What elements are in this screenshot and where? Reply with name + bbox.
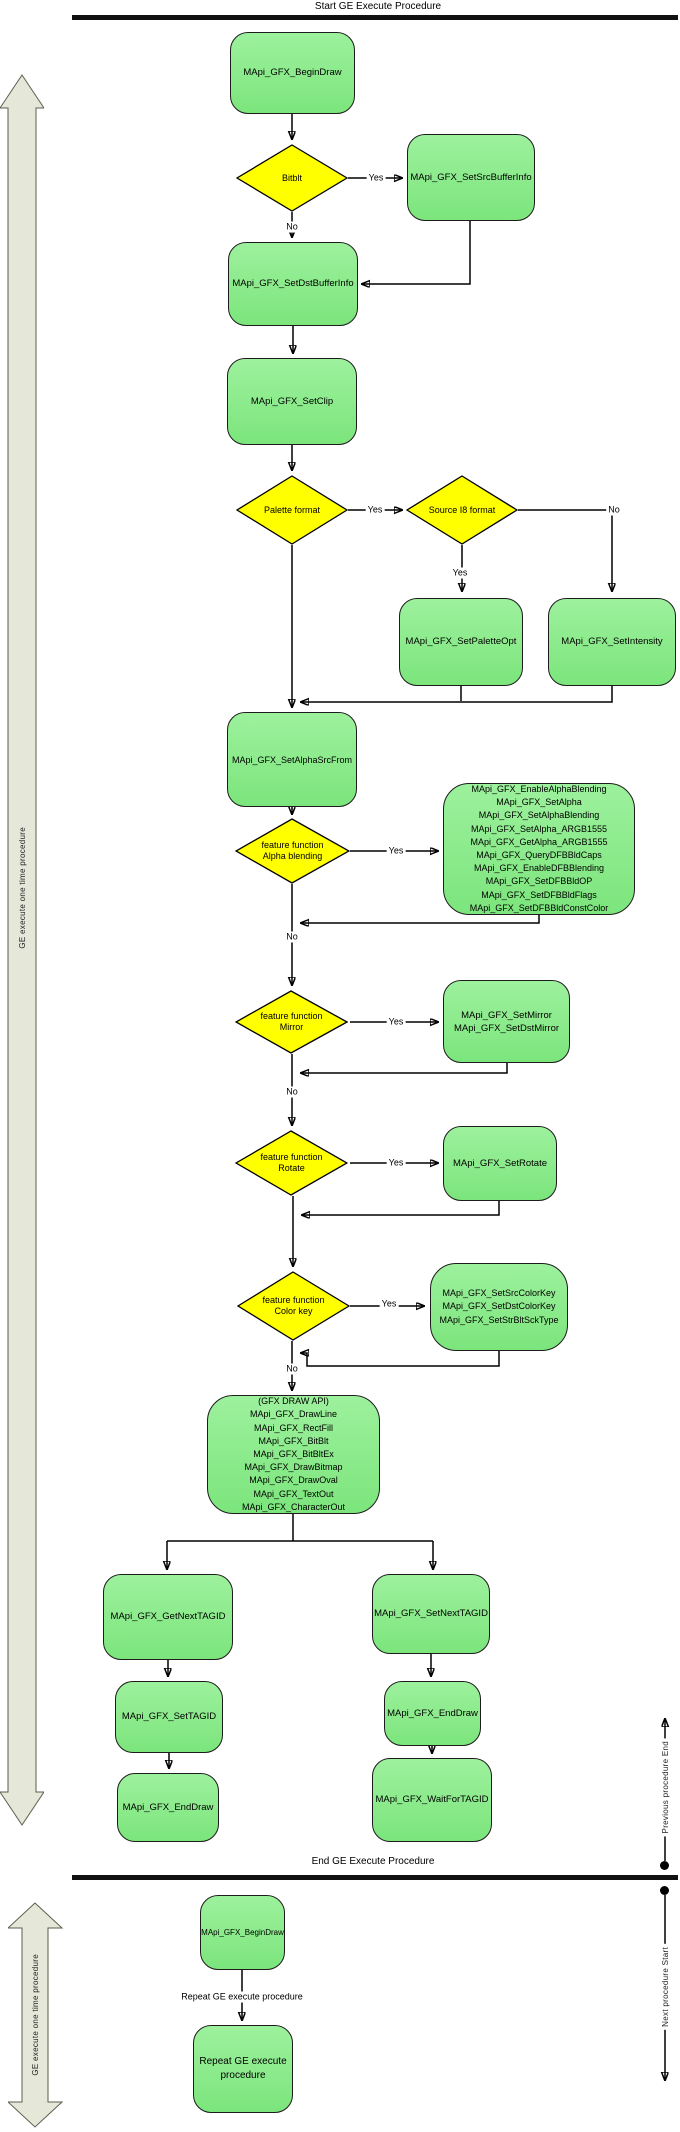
node-begin-draw-repeat: MApi_GFX_BeginDraw bbox=[200, 1895, 285, 1970]
node-end-draw-left: MApi_GFX_EndDraw bbox=[117, 1773, 219, 1842]
node-end-draw-right: MApi_GFX_EndDraw bbox=[384, 1681, 481, 1746]
one-time-procedure-label-top: GE execute one time procedure bbox=[17, 827, 27, 949]
node-wait-for-tagid: MApi_GFX_WaitForTAGID bbox=[372, 1758, 492, 1842]
decision-source-i8-format-label: Source I8 format bbox=[428, 504, 496, 515]
node-set-intensity: MApi_GFX_SetIntensity bbox=[548, 598, 676, 686]
node-set-rotate: MApi_GFX_SetRotate bbox=[443, 1126, 557, 1201]
edge-label-bitblt-no: No bbox=[284, 221, 300, 233]
diamond-shape bbox=[235, 818, 350, 884]
diamond-shape bbox=[236, 144, 348, 212]
one-time-procedure-arrow-bottom bbox=[8, 1902, 64, 2128]
decision-alpha-blending-label: feature function Alpha blending bbox=[261, 840, 324, 861]
edge-label-alpha-no: No bbox=[284, 931, 300, 943]
edge-label-repeat-procedure: Repeat GE execute procedure bbox=[179, 1991, 305, 2003]
one-time-procedure-label-bottom: GE execute one time procedure bbox=[30, 1954, 40, 2076]
decision-rotate: feature function Rotate bbox=[235, 1130, 348, 1196]
decision-bitblt-label: Bitblt bbox=[281, 172, 302, 183]
edge-label-rotate-yes: Yes bbox=[386, 1157, 406, 1169]
next-procedure-start-label: Next procedure Start bbox=[649, 1912, 680, 2062]
decision-mirror: feature function Mirror bbox=[235, 990, 348, 1054]
start-section-bar bbox=[72, 15, 678, 20]
decision-color-key-label: feature function Color key bbox=[262, 1295, 325, 1316]
decision-mirror-label: feature function Mirror bbox=[260, 1011, 323, 1032]
connector bbox=[167, 1514, 433, 1542]
node-set-tagid: MApi_GFX_SetTAGID bbox=[115, 1681, 223, 1753]
edge-label-colorkey-yes: Yes bbox=[379, 1298, 399, 1310]
previous-procedure-end-dot bbox=[660, 1861, 669, 1870]
previous-procedure-end-label: Previous procedure End bbox=[649, 1712, 680, 1862]
diamond-shape bbox=[237, 1271, 350, 1341]
node-set-dst-buffer-info: MApi_GFX_SetDstBufferInfo bbox=[228, 242, 358, 326]
diamond-shape bbox=[406, 475, 518, 545]
decision-source-i8-format: Source I8 format bbox=[406, 475, 518, 545]
decision-palette-format: Palette format bbox=[236, 475, 348, 545]
node-set-alpha-src-from: MApi_GFX_SetAlphaSrcFrom bbox=[227, 712, 357, 807]
decision-palette-format-label: Palette format bbox=[263, 504, 321, 515]
diamond-shape bbox=[236, 475, 348, 545]
decision-bitblt: Bitblt bbox=[236, 144, 348, 212]
edge-label-palette-yes: Yes bbox=[365, 504, 385, 516]
node-alpha-apis: MApi_GFX_EnableAlphaBlending MApi_GFX_Se… bbox=[443, 783, 635, 915]
node-set-src-buffer-info: MApi_GFX_SetSrcBufferInfo bbox=[407, 134, 535, 221]
end-section-title: End GE Execute Procedure bbox=[311, 1856, 435, 1867]
node-repeat-procedure: Repeat GE execute procedure bbox=[193, 2025, 293, 2113]
node-gfx-draw-apis: (GFX DRAW API) MApi_GFX_DrawLine MApi_GF… bbox=[207, 1395, 380, 1514]
start-section-title: Start GE Execute Procedure bbox=[314, 1, 442, 12]
edge-label-bitblt-yes: Yes bbox=[366, 172, 386, 184]
node-set-next-tagid: MApi_GFX_SetNextTAGID bbox=[372, 1574, 490, 1654]
one-time-procedure-arrow-top bbox=[0, 74, 44, 1826]
connector bbox=[302, 1201, 500, 1215]
node-begin-draw: MApi_GFX_BeginDraw bbox=[230, 32, 355, 114]
next-procedure-start-dot bbox=[660, 1886, 669, 1895]
edge-label-alpha-yes: Yes bbox=[386, 845, 406, 857]
diamond-shape bbox=[235, 990, 348, 1054]
edge-label-colorkey-no: No bbox=[284, 1363, 300, 1375]
connector bbox=[301, 1351, 500, 1367]
node-set-clip: MApi_GFX_SetClip bbox=[227, 358, 357, 445]
connector bbox=[518, 509, 612, 591]
edge-label-mirror-yes: Yes bbox=[386, 1016, 406, 1028]
decision-rotate-label: feature function Rotate bbox=[260, 1152, 323, 1173]
node-color-key-apis: MApi_GFX_SetSrcColorKey MApi_GFX_SetDstC… bbox=[430, 1263, 568, 1351]
connector bbox=[301, 686, 613, 702]
connector bbox=[362, 221, 471, 284]
decision-color-key: feature function Color key bbox=[237, 1271, 350, 1341]
decision-alpha-blending: feature function Alpha blending bbox=[235, 818, 350, 884]
node-get-next-tagid: MApi_GFX_GetNextTAGID bbox=[103, 1574, 233, 1660]
node-set-palette-opt: MApi_GFX_SetPaletteOpt bbox=[399, 598, 523, 686]
edge-label-mirror-no: No bbox=[284, 1086, 300, 1098]
diamond-shape bbox=[235, 1130, 348, 1196]
edge-label-source-yes: Yes bbox=[450, 567, 470, 579]
end-section-bar bbox=[72, 1875, 678, 1880]
edge-label-source-no: No bbox=[606, 504, 622, 516]
connector bbox=[301, 915, 540, 923]
node-mirror-apis: MApi_GFX_SetMirror MApi_GFX_SetDstMirror bbox=[443, 980, 570, 1063]
connector bbox=[301, 1063, 508, 1073]
